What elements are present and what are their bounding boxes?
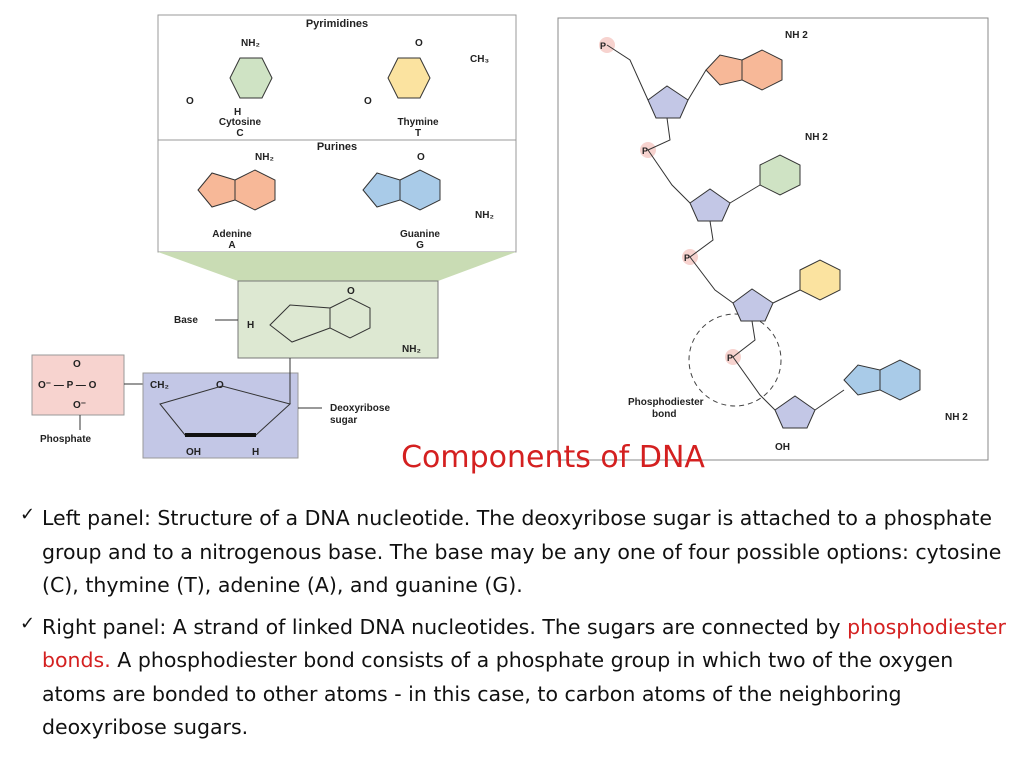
- svg-text:O: O: [347, 286, 355, 297]
- nucleotide-structure: O NH₂ H Base O⁻ — P — O O O⁻ Phosphate CH₂ O…: [31, 280, 439, 459]
- base-label: Base: [174, 315, 198, 326]
- svg-text:O: O: [186, 96, 194, 107]
- svg-text:Thymine: Thymine: [397, 117, 439, 128]
- svg-text:O: O: [73, 359, 81, 370]
- svg-text:O⁻ — P — O: O⁻ — P — O: [38, 380, 97, 391]
- thymine-structure: O CH₃ O Thymine T: [364, 38, 489, 139]
- svg-text:G: G: [416, 240, 424, 251]
- phosphodiester-bond-label: Phosphodiester: [628, 397, 704, 408]
- svg-text:O: O: [417, 152, 425, 163]
- bullet-right-panel: ✓ Right panel: A strand of linked DNA nu…: [20, 611, 1010, 745]
- svg-text:NH 2: NH 2: [785, 30, 808, 41]
- svg-text:OH: OH: [186, 447, 201, 458]
- svg-text:O: O: [216, 380, 224, 391]
- svg-text:sugar: sugar: [330, 415, 357, 426]
- svg-text:NH₂: NH₂: [402, 344, 421, 355]
- svg-text:A: A: [228, 240, 235, 251]
- cytosine-structure: NH₂ O H Cytosine C: [186, 38, 273, 139]
- svg-text:CH₃: CH₃: [470, 54, 489, 65]
- guanine-structure: O NH₂ Guanine G: [362, 152, 494, 251]
- svg-text:H: H: [234, 107, 241, 118]
- adenine-structure: NH₂ Adenine A: [197, 152, 276, 251]
- checkmark-icon: ✓: [20, 504, 36, 525]
- svg-text:Cytosine: Cytosine: [219, 117, 262, 128]
- svg-text:O: O: [364, 96, 372, 107]
- dna-diagram: Pyrimidines Purines NH₂ O H Cytosine C O C…: [31, 14, 989, 461]
- bullet-left-panel: ✓ Left panel: Structure of a DNA nucleot…: [20, 502, 1010, 603]
- svg-text:NH₂: NH₂: [241, 38, 260, 49]
- svg-text:NH₂: NH₂: [475, 210, 494, 221]
- slide-title: Components of DNA: [401, 440, 705, 475]
- pyrimidines-label: Pyrimidines: [306, 18, 368, 30]
- bullet-list: ✓ Left panel: Structure of a DNA nucleot…: [20, 502, 1010, 753]
- svg-text:OH: OH: [775, 442, 790, 453]
- svg-text:P: P: [727, 353, 733, 363]
- purines-label: Purines: [317, 141, 357, 153]
- phosphate-label: Phosphate: [40, 434, 92, 445]
- phosphodiester-highlight: phosphodiester bonds.: [42, 614, 1006, 673]
- svg-text:Guanine: Guanine: [400, 229, 440, 240]
- checkmark-icon: ✓: [20, 612, 36, 634]
- sugar-label: Deoxyribose: [330, 403, 390, 414]
- svg-text:CH₂: CH₂: [150, 380, 169, 391]
- svg-text:T: T: [415, 128, 421, 139]
- svg-text:P: P: [684, 253, 690, 263]
- svg-text:NH 2: NH 2: [805, 132, 828, 143]
- dna-strand-panel: P P P P NH 2 NH 2 NH 2 OH Phosphodiester: [557, 17, 989, 461]
- svg-text:O: O: [415, 38, 423, 49]
- svg-text:O⁻: O⁻: [73, 400, 86, 411]
- svg-text:C: C: [236, 128, 243, 139]
- svg-text:Adenine: Adenine: [212, 229, 252, 240]
- svg-text:NH 2: NH 2: [945, 412, 968, 423]
- svg-text:H: H: [247, 320, 254, 331]
- svg-text:P: P: [642, 146, 648, 156]
- svg-text:NH₂: NH₂: [255, 152, 274, 163]
- bases-panel: Pyrimidines Purines NH₂ O H Cytosine C O C…: [157, 14, 517, 281]
- svg-text:P: P: [600, 41, 606, 51]
- svg-text:bond: bond: [652, 409, 676, 420]
- svg-text:H: H: [252, 447, 259, 458]
